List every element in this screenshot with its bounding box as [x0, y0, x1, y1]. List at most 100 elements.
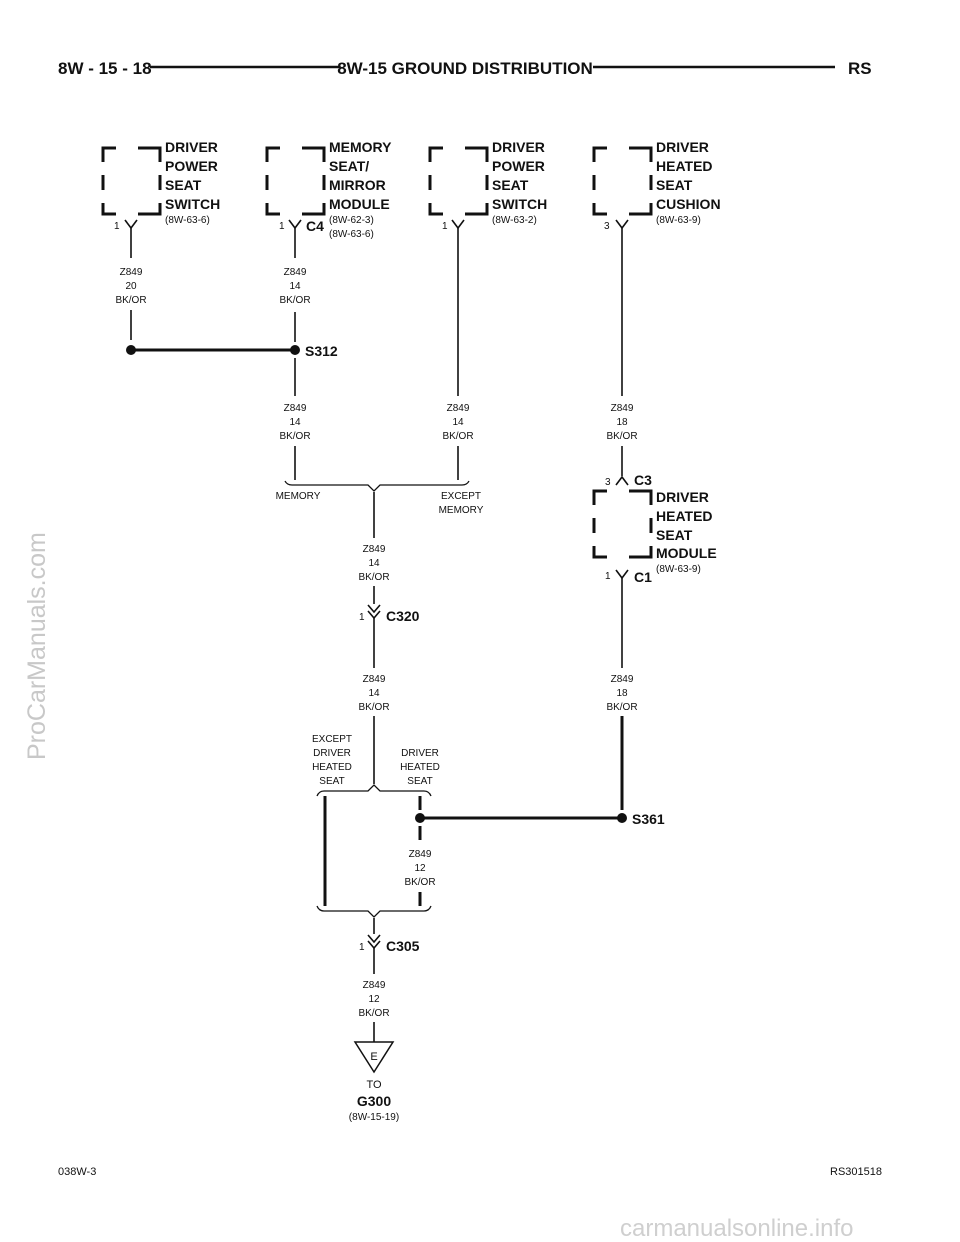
inline-connector-symbol	[367, 934, 381, 950]
component-label-line4: MODULE	[329, 196, 390, 212]
component-label-line1: DRIVER	[656, 489, 709, 505]
svg-text:BK/OR: BK/OR	[115, 295, 146, 306]
component-label-line2: POWER	[165, 158, 218, 174]
svg-text:BK/OR: BK/OR	[279, 431, 310, 442]
splice-s312: S312	[126, 343, 338, 359]
pin-number: 1	[279, 221, 285, 232]
component-label-line4: SWITCH	[165, 196, 220, 212]
connector-pin: 1	[359, 942, 365, 953]
svg-text:12: 12	[414, 863, 426, 874]
watermark-left: ProCarManuals.com	[23, 532, 51, 760]
svg-text:14: 14	[289, 281, 301, 292]
connector-symbol	[124, 219, 138, 230]
component-label-line2: POWER	[492, 158, 545, 174]
ground-reference-g300: E TO G300 (8W-15-19)	[349, 1041, 399, 1123]
option-label-memory: MEMORY	[276, 491, 321, 502]
splice-label: S312	[305, 343, 338, 359]
option-brace	[316, 784, 432, 797]
component-ref-1: (8W-62-3)	[329, 215, 374, 226]
wire-label-w2: Z849 14 BK/OR	[279, 267, 310, 306]
ground-name: G300	[357, 1093, 391, 1109]
svg-text:BK/OR: BK/OR	[404, 877, 435, 888]
component-label-line3: SEAT	[656, 177, 693, 193]
svg-text:Z849: Z849	[120, 267, 143, 278]
svg-text:12: 12	[368, 994, 380, 1005]
connector-symbol-top	[615, 475, 629, 486]
option-label-except-memory-1: EXCEPT	[441, 491, 481, 502]
pin-number-bottom: 1	[605, 571, 611, 582]
ground-ref: (8W-15-19)	[349, 1112, 399, 1123]
splice-node	[290, 345, 300, 355]
option-bracket-heated: EXCEPT DRIVER HEATED SEAT DRIVER HEATED …	[312, 734, 440, 797]
option-label-except-heated-3: HEATED	[312, 762, 352, 773]
connector-symbol	[288, 219, 302, 230]
option-bracket-memory: MEMORY EXCEPT MEMORY	[276, 480, 484, 516]
option-label-except-heated-2: DRIVER	[313, 748, 351, 759]
splice-s361: S361	[415, 811, 665, 827]
wire-label-w7: Z849 14 BK/OR	[358, 674, 389, 713]
svg-text:20: 20	[125, 281, 137, 292]
connector-c320: 1 C320	[359, 604, 420, 624]
footer-right-code: RS301518	[830, 1166, 882, 1178]
svg-text:18: 18	[616, 688, 628, 699]
component-label-line3: SEAT	[492, 177, 529, 193]
wire-label-w5: Z849 18 BK/OR	[606, 403, 637, 442]
svg-text:Z849: Z849	[409, 849, 432, 860]
footer-left-code: 038W-3	[58, 1166, 96, 1178]
svg-text:BK/OR: BK/OR	[279, 295, 310, 306]
component-box	[592, 146, 653, 216]
component-label-line1: MEMORY	[329, 139, 392, 155]
component-box	[265, 146, 326, 216]
wire-label-w10: Z849 12 BK/OR	[358, 980, 389, 1019]
page-header: 8W - 15 - 18 8W-15 GROUND DISTRIBUTION R…	[58, 59, 872, 78]
page-number: 8W - 15 - 18	[58, 59, 152, 78]
ground-to: TO	[366, 1079, 382, 1091]
svg-text:Z849: Z849	[363, 980, 386, 991]
component-ref-2: (8W-63-6)	[329, 229, 374, 240]
connector-symbol	[615, 219, 629, 230]
option-label-except-heated-1: EXCEPT	[312, 734, 352, 745]
wire-label-w9: Z849 12 BK/OR	[404, 849, 435, 888]
component-box	[101, 146, 162, 216]
connector-symbol	[451, 219, 465, 230]
svg-text:14: 14	[289, 417, 301, 428]
option-label-heated-3: SEAT	[407, 776, 432, 787]
svg-text:Z849: Z849	[363, 544, 386, 555]
svg-text:Z849: Z849	[284, 403, 307, 414]
component-box	[592, 489, 653, 559]
pin-number: 1	[442, 221, 448, 232]
option-label-heated-2: HEATED	[400, 762, 440, 773]
component-label-line2: HEATED	[656, 158, 713, 174]
component-box	[428, 146, 489, 216]
wire-label-w3: Z849 14 BK/OR	[279, 403, 310, 442]
svg-text:Z849: Z849	[447, 403, 470, 414]
watermark-bottom: carmanualsonline.info	[620, 1215, 853, 1242]
component-ref: (8W-63-2)	[492, 215, 537, 226]
driver-power-seat-switch-middle: DRIVER POWER SEAT SWITCH (8W-63-2) 1	[428, 139, 547, 232]
wire-label-w1: Z849 20 BK/OR	[115, 267, 146, 306]
splice-node	[126, 345, 136, 355]
connector-name: C305	[386, 938, 420, 954]
component-label-line2: SEAT/	[329, 158, 369, 174]
component-label-line4: MODULE	[656, 545, 717, 561]
component-label-line2: HEATED	[656, 508, 713, 524]
svg-text:14: 14	[452, 417, 464, 428]
wire-label-w4: Z849 14 BK/OR	[442, 403, 473, 442]
driver-heated-seat-cushion: DRIVER HEATED SEAT CUSHION (8W-63-9) 3	[592, 139, 721, 232]
pin-number: 3	[604, 221, 610, 232]
option-brace	[284, 480, 470, 492]
component-label-line1: DRIVER	[656, 139, 709, 155]
component-label-line1: DRIVER	[165, 139, 218, 155]
wire-label-w8: Z849 18 BK/OR	[606, 674, 637, 713]
svg-text:BK/OR: BK/OR	[606, 702, 637, 713]
svg-text:Z849: Z849	[284, 267, 307, 278]
svg-text:14: 14	[368, 558, 380, 569]
svg-text:BK/OR: BK/OR	[358, 1008, 389, 1019]
component-label-line4: SWITCH	[492, 196, 547, 212]
model-code: RS	[848, 59, 872, 78]
option-label-except-heated-4: SEAT	[319, 776, 344, 787]
svg-text:Z849: Z849	[363, 674, 386, 685]
svg-text:Z849: Z849	[611, 403, 634, 414]
page-title: 8W-15 GROUND DISTRIBUTION	[337, 59, 593, 78]
connector-symbol-bottom	[615, 569, 629, 580]
